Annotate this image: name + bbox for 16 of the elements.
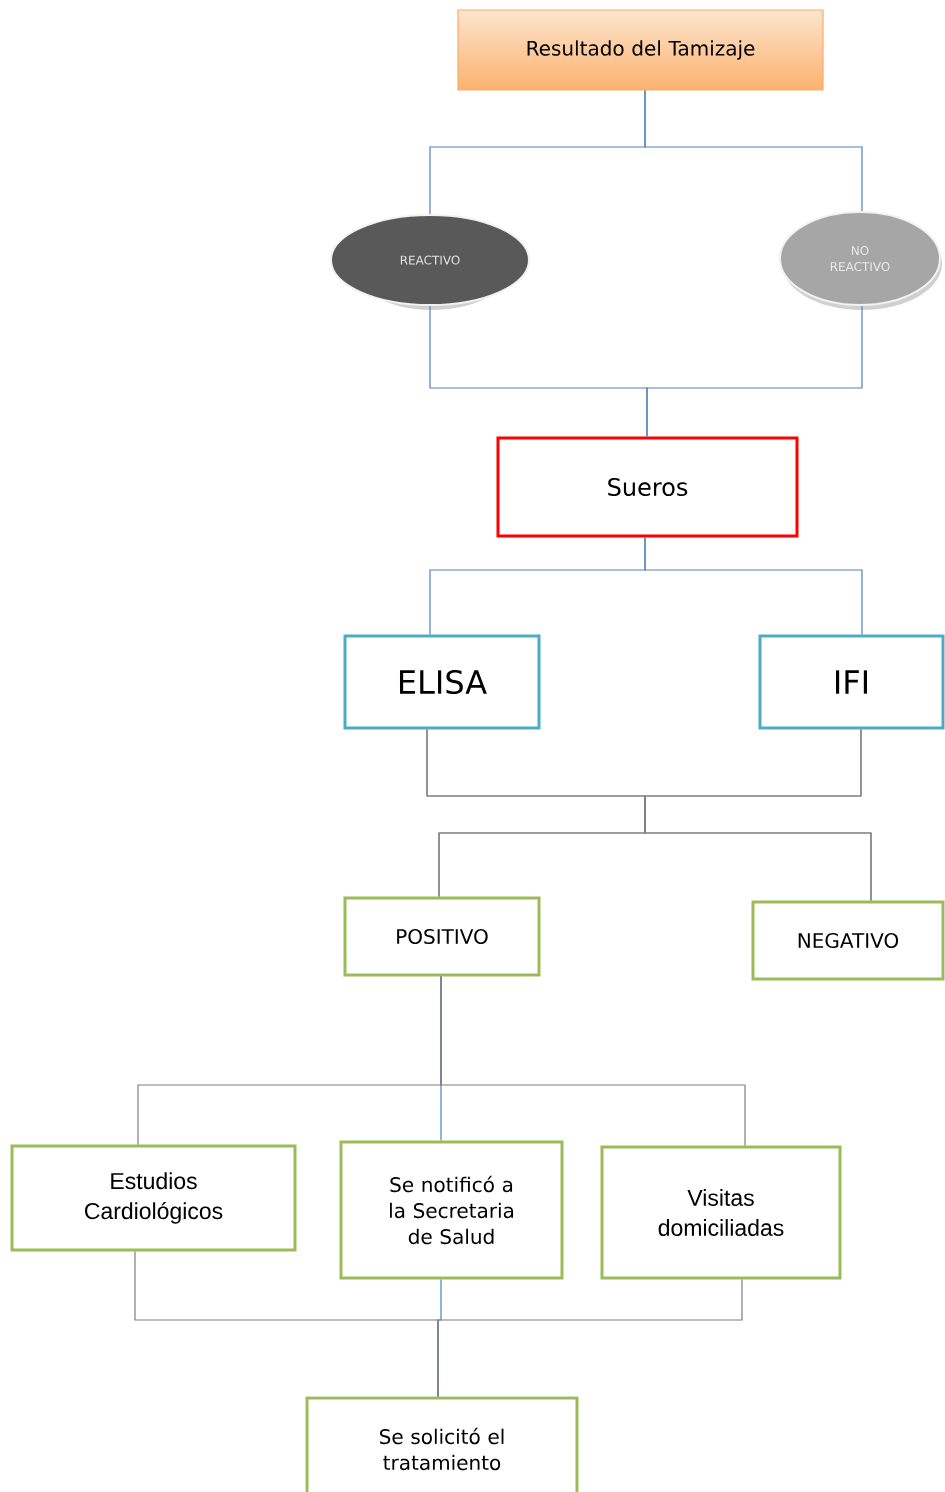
result-box: Estudios Cardiológicos <box>10 1144 297 1252</box>
result-box: Se solicitó el tratamiento <box>305 1396 579 1492</box>
connector-line <box>646 305 863 438</box>
test-box: IFI <box>758 634 945 730</box>
result-box: NEGATIVO <box>751 900 945 981</box>
process-box: Sueros <box>496 436 799 538</box>
process-box: Resultado del Tamizaje <box>457 9 824 91</box>
connector-line <box>644 90 863 212</box>
result-box: Visitas domiciliadas <box>600 1145 842 1280</box>
connector-line <box>644 536 863 636</box>
result-box: POSITIVO <box>343 896 541 977</box>
connector-line <box>440 975 746 1147</box>
connector-line <box>437 1278 743 1398</box>
test-box: ELISA <box>343 634 541 730</box>
connector-line <box>644 728 872 902</box>
result-box: Se notificó a la Secretaria de Salud <box>339 1140 564 1280</box>
